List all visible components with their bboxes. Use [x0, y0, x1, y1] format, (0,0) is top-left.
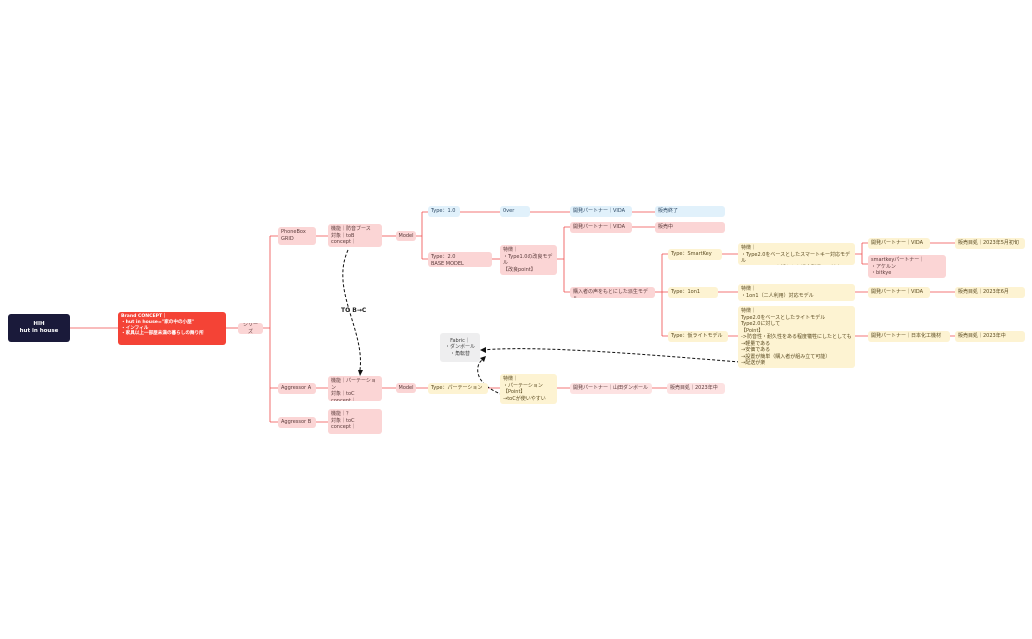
- light-type-node[interactable]: Type：仮ライトモデル: [668, 331, 728, 342]
- partition-type-node[interactable]: Type：パーテーション: [428, 383, 488, 394]
- type-2-0-node[interactable]: Type：2.0 BASE MODEL: [428, 252, 492, 267]
- partition-feature-node[interactable]: 特徴｜ ・パーテーション 【Point】 →toCが使いやすい: [500, 374, 557, 404]
- phonebox-desc-node[interactable]: 機能｜防音ブース 対象｜toB concept｜: [328, 224, 382, 247]
- connector-lines: [70, 211, 955, 423]
- aggressor-a-node[interactable]: Aggressor A: [278, 383, 316, 394]
- smartkey-type-node[interactable]: Type：SmartKey: [668, 249, 722, 260]
- to-b-c-label: TO B→C: [341, 307, 367, 314]
- root-title: HIH: [33, 321, 45, 327]
- dashed-arrows: [342, 249, 741, 401]
- light-feature-node[interactable]: 特徴｜ Type2.0をベースとしたライトモデル Type2.0に対して 【Po…: [738, 306, 855, 368]
- aggressor-b-node[interactable]: Aggressor B: [278, 417, 316, 428]
- type-2-0-status-node[interactable]: 販売中: [655, 222, 725, 233]
- fabric-arrow-from-partition: [477, 359, 523, 401]
- type-2-0-partner-node[interactable]: 開発パートナー｜VIDA: [570, 222, 632, 233]
- smartkey-partner-node[interactable]: 開発パートナー｜VIDA: [868, 238, 930, 249]
- fabric-node[interactable]: Fabric｜ ・ダンボール ・角転替: [440, 333, 480, 362]
- derived-models-node[interactable]: 購入者の声をもとにした派生モデル: [570, 287, 655, 298]
- smartkey-feature-node[interactable]: 特徴｜ ・Type2.0をベースとしたスマートキー対応モデル ・スマートキーを活…: [738, 243, 855, 265]
- light-date-node[interactable]: 販売目処｜2023年中: [955, 331, 1025, 342]
- root-subtitle: hut in house: [19, 328, 59, 334]
- type-1-0-node[interactable]: Type：1.0: [428, 206, 460, 217]
- type-1-0-partner-node[interactable]: 開発パートナー｜VIDA: [570, 206, 632, 217]
- partition-date-node[interactable]: 販売目処｜2023年中: [667, 383, 725, 394]
- aggressor-a-desc-node[interactable]: 機能｜パーテーション 対象｜toC concept｜: [328, 376, 382, 401]
- aggressor-b-desc-node[interactable]: 機能｜？ 対象｜toC concept｜: [328, 409, 382, 434]
- brand-concept-node[interactable]: Brand CONCEPT｜ ・hut in house="家の中の小屋" ・イ…: [118, 312, 226, 345]
- type-1-0-version-node[interactable]: 0ver: [500, 206, 530, 217]
- to-b-c-arrow: [342, 249, 361, 371]
- series-node[interactable]: シリーズ: [238, 323, 263, 334]
- arrow-heads: [358, 347, 486, 376]
- partition-partner-node[interactable]: 開発パートナー｜山田ダンボール: [570, 383, 652, 394]
- oneonone-partner-node[interactable]: 開発パートナー｜VIDA: [868, 287, 930, 298]
- oneonone-date-node[interactable]: 販売目処｜2023年6月: [955, 287, 1025, 298]
- smartkey-date-node[interactable]: 販売目処｜2023年5月初旬: [955, 238, 1025, 249]
- type-1-0-status-node[interactable]: 販売終了: [655, 206, 725, 217]
- phonebox-model-node[interactable]: Model: [396, 231, 416, 241]
- light-partner-node[interactable]: 開発パートナー｜日本化工機材: [868, 331, 950, 342]
- phonebox-node[interactable]: PhoneBox GRID: [278, 227, 316, 245]
- fabric-arrow-from-light: [481, 348, 741, 363]
- aggressor-a-model-node[interactable]: Model: [396, 383, 416, 393]
- oneonone-feature-node[interactable]: 特徴｜ ・1on1（二人利用）対応モデル: [738, 284, 855, 301]
- type-2-0-feature-node[interactable]: 特徴｜ ・Type1.0の改良モデル 【改良point】 …: [500, 245, 557, 275]
- oneonone-type-node[interactable]: Type：1on1: [668, 287, 718, 298]
- smartkey-key-partner-node[interactable]: smartkeyパートナー｜ ・アケルン ・bitkye: [868, 255, 946, 278]
